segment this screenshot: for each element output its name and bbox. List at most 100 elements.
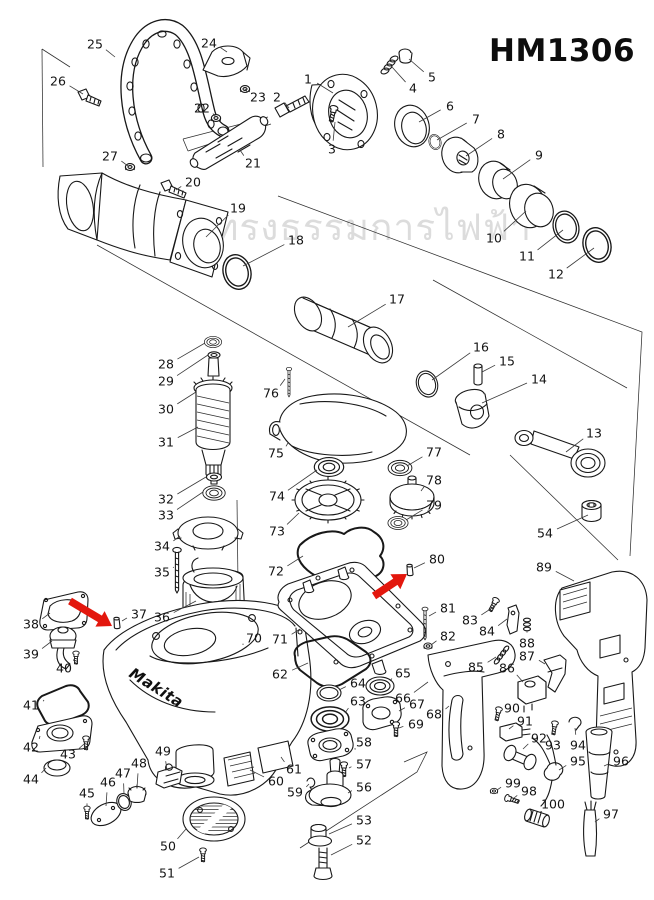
part-59-clip: [306, 777, 316, 791]
part-number: 4: [409, 81, 417, 96]
callout-part-33: 33: [158, 491, 204, 523]
part-93-screw: [549, 720, 560, 736]
callout-part-17: 17: [347, 292, 405, 328]
part-number: 42: [23, 740, 39, 755]
part-67-plate: [362, 696, 402, 731]
part-number: 75: [268, 446, 284, 461]
red-arrow-to-part-37: [68, 597, 112, 627]
part-number: 46: [100, 775, 116, 790]
part-6-sleeve: [394, 104, 430, 148]
callout-part-100: 100: [540, 797, 565, 813]
part-20-bolt: [160, 179, 187, 199]
callout-part-12: 12: [548, 247, 595, 282]
part-number: 54: [537, 526, 553, 541]
part-46-plate: [90, 801, 122, 827]
leader-line: [316, 82, 334, 94]
part-number: 23: [250, 90, 266, 105]
part-69-screw: [391, 721, 401, 738]
callout-part-2: 2: [273, 90, 290, 109]
callout-part-45: 45: [79, 786, 95, 806]
part-8-seal-holder: [441, 136, 479, 174]
callout-part-49: 49: [155, 744, 171, 771]
leader-line: [413, 681, 429, 693]
part-number: 98: [521, 784, 537, 799]
leader-line: [508, 725, 514, 730]
part-number: 62: [272, 667, 288, 682]
leader-line: [244, 88, 248, 92]
callout-part-21: 21: [239, 149, 261, 171]
callout-part-57: 57: [348, 757, 372, 772]
part-95-grommet: [531, 734, 564, 807]
leader-line: [420, 486, 425, 492]
callout-part-60: 60: [249, 769, 284, 789]
callout-part-77: 77: [406, 445, 442, 467]
part-number: 51: [159, 866, 175, 881]
part-64-ring: [316, 684, 342, 702]
part-54-needle-bearing: [581, 499, 602, 523]
part-number: 3: [328, 142, 336, 157]
part-number: 71: [272, 632, 288, 647]
part-91-connector: [499, 722, 531, 742]
part-number: 30: [158, 402, 174, 417]
leader-line: [105, 49, 116, 58]
leader-line: [565, 438, 584, 453]
callout-part-25: 25: [87, 37, 116, 58]
leader-line: [502, 159, 531, 180]
part-26-bolt: [77, 88, 102, 107]
leader-line: [499, 711, 502, 714]
part-84-lever: [506, 604, 520, 635]
callout-part-8: 8: [465, 127, 505, 157]
leader-line: [78, 743, 85, 749]
leader-line: [594, 818, 600, 823]
part-number: 19: [230, 201, 246, 216]
part-number: 63: [350, 694, 366, 709]
part-89-handle-half: [554, 570, 648, 767]
leader-line: [173, 535, 181, 542]
part-number: 17: [389, 292, 405, 307]
part-number: 78: [426, 473, 442, 488]
callout-part-44: 44: [23, 767, 47, 787]
callout-part-18: 18: [242, 233, 304, 267]
leader-line: [503, 210, 527, 232]
part-number: 44: [23, 772, 39, 787]
callout-part-73: 73: [269, 512, 300, 539]
part-50-baffle-plate: [182, 796, 246, 842]
leader-line: [176, 491, 204, 510]
leader-line: [42, 612, 51, 620]
callout-part-53: 53: [328, 813, 372, 835]
leader-line: [555, 571, 575, 582]
callout-part-27: 27: [102, 149, 129, 167]
part-80-pin: [406, 563, 414, 577]
part-32-washer: [205, 472, 223, 482]
leader-line: [280, 756, 285, 763]
leader-line: [332, 121, 336, 141]
part-number: 26: [50, 74, 66, 89]
callout-part-28: 28: [158, 342, 206, 372]
callout-part-83: 83: [462, 605, 496, 628]
leader-line: [69, 85, 84, 95]
part-number: 91: [517, 714, 533, 729]
part-number: 88: [519, 636, 535, 651]
part-92-capacitor: [503, 744, 537, 771]
part-42-plate: [31, 715, 93, 753]
part-12-ring: [578, 223, 616, 267]
leader-line: [121, 617, 128, 622]
callout-part-32: 32: [158, 476, 207, 507]
leader-line: [436, 122, 467, 141]
part-number: 48: [131, 756, 147, 771]
leader-line: [516, 674, 524, 683]
part-number: 39: [23, 647, 39, 662]
part-10-ring: [509, 183, 554, 229]
callouts-layer: 1234567891011121314151617181920212223242…: [23, 36, 629, 881]
leader-line: [344, 707, 349, 714]
leader-line: [603, 763, 609, 767]
part-94-clip: [568, 716, 582, 731]
part-number: 34: [154, 539, 170, 554]
leader-line: [481, 605, 496, 616]
leader-line: [347, 303, 386, 328]
part-number: 35: [154, 565, 170, 580]
leader-line: [239, 149, 245, 156]
leader-line: [391, 66, 406, 83]
callout-part-82: 82: [430, 629, 456, 646]
